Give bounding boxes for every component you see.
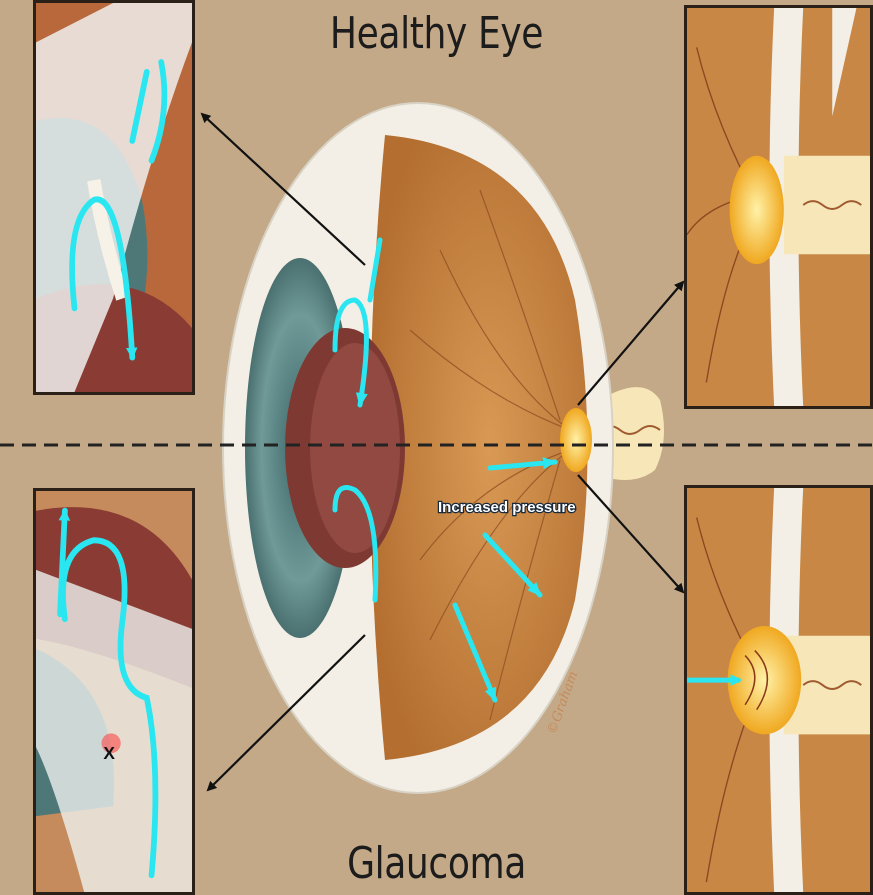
fluid-flow-arrow: [332, 237, 558, 703]
fluid-flow-arrow: [69, 59, 168, 361]
glaucoma-title: Glaucoma: [347, 838, 526, 889]
healthy-eye-title: Healthy Eye: [329, 8, 544, 59]
callout-arrow: [200, 112, 685, 792]
retina-vessels: [409, 189, 571, 721]
healthy-drainage-detail: [33, 0, 195, 395]
glaucoma-optic-nerve-detail: [684, 485, 873, 895]
blockage-x-mark: X: [103, 743, 115, 763]
optic-disc: [560, 408, 592, 472]
retina: [370, 135, 588, 760]
healthy-optic-nerve-detail: [684, 5, 873, 409]
fluid-flow-arrow: [57, 507, 159, 879]
increased-pressure-label: Increased pressure: [438, 499, 576, 516]
glaucoma-drainage-detail: X: [33, 488, 195, 895]
